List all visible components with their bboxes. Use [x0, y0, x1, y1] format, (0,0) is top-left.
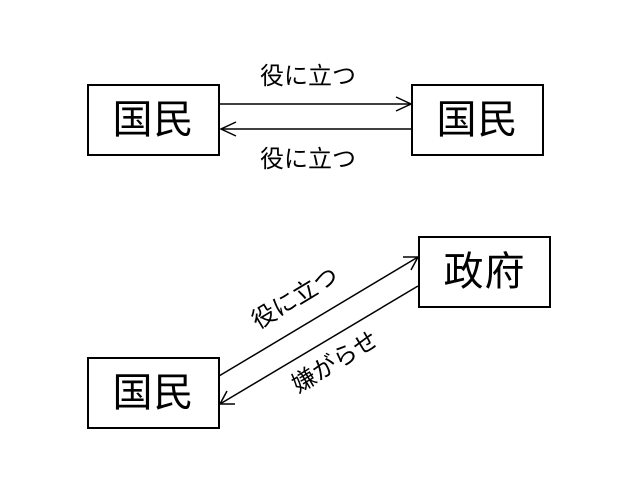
top-arrow-to-left-label: 役に立つ — [260, 145, 356, 173]
bottom-arrow-to-citizen — [218, 285, 419, 405]
top-citizen-node-left: 国民 — [87, 84, 220, 156]
top-arrow-to-left — [219, 121, 412, 137]
top-arrow-to-right-label: 役に立つ — [260, 62, 356, 90]
government-node: 政府 — [418, 236, 551, 308]
top-arrow-to-right — [220, 96, 413, 112]
bottom-citizen-node: 国民 — [87, 357, 220, 429]
top-citizen-node-right: 国民 — [411, 84, 544, 156]
